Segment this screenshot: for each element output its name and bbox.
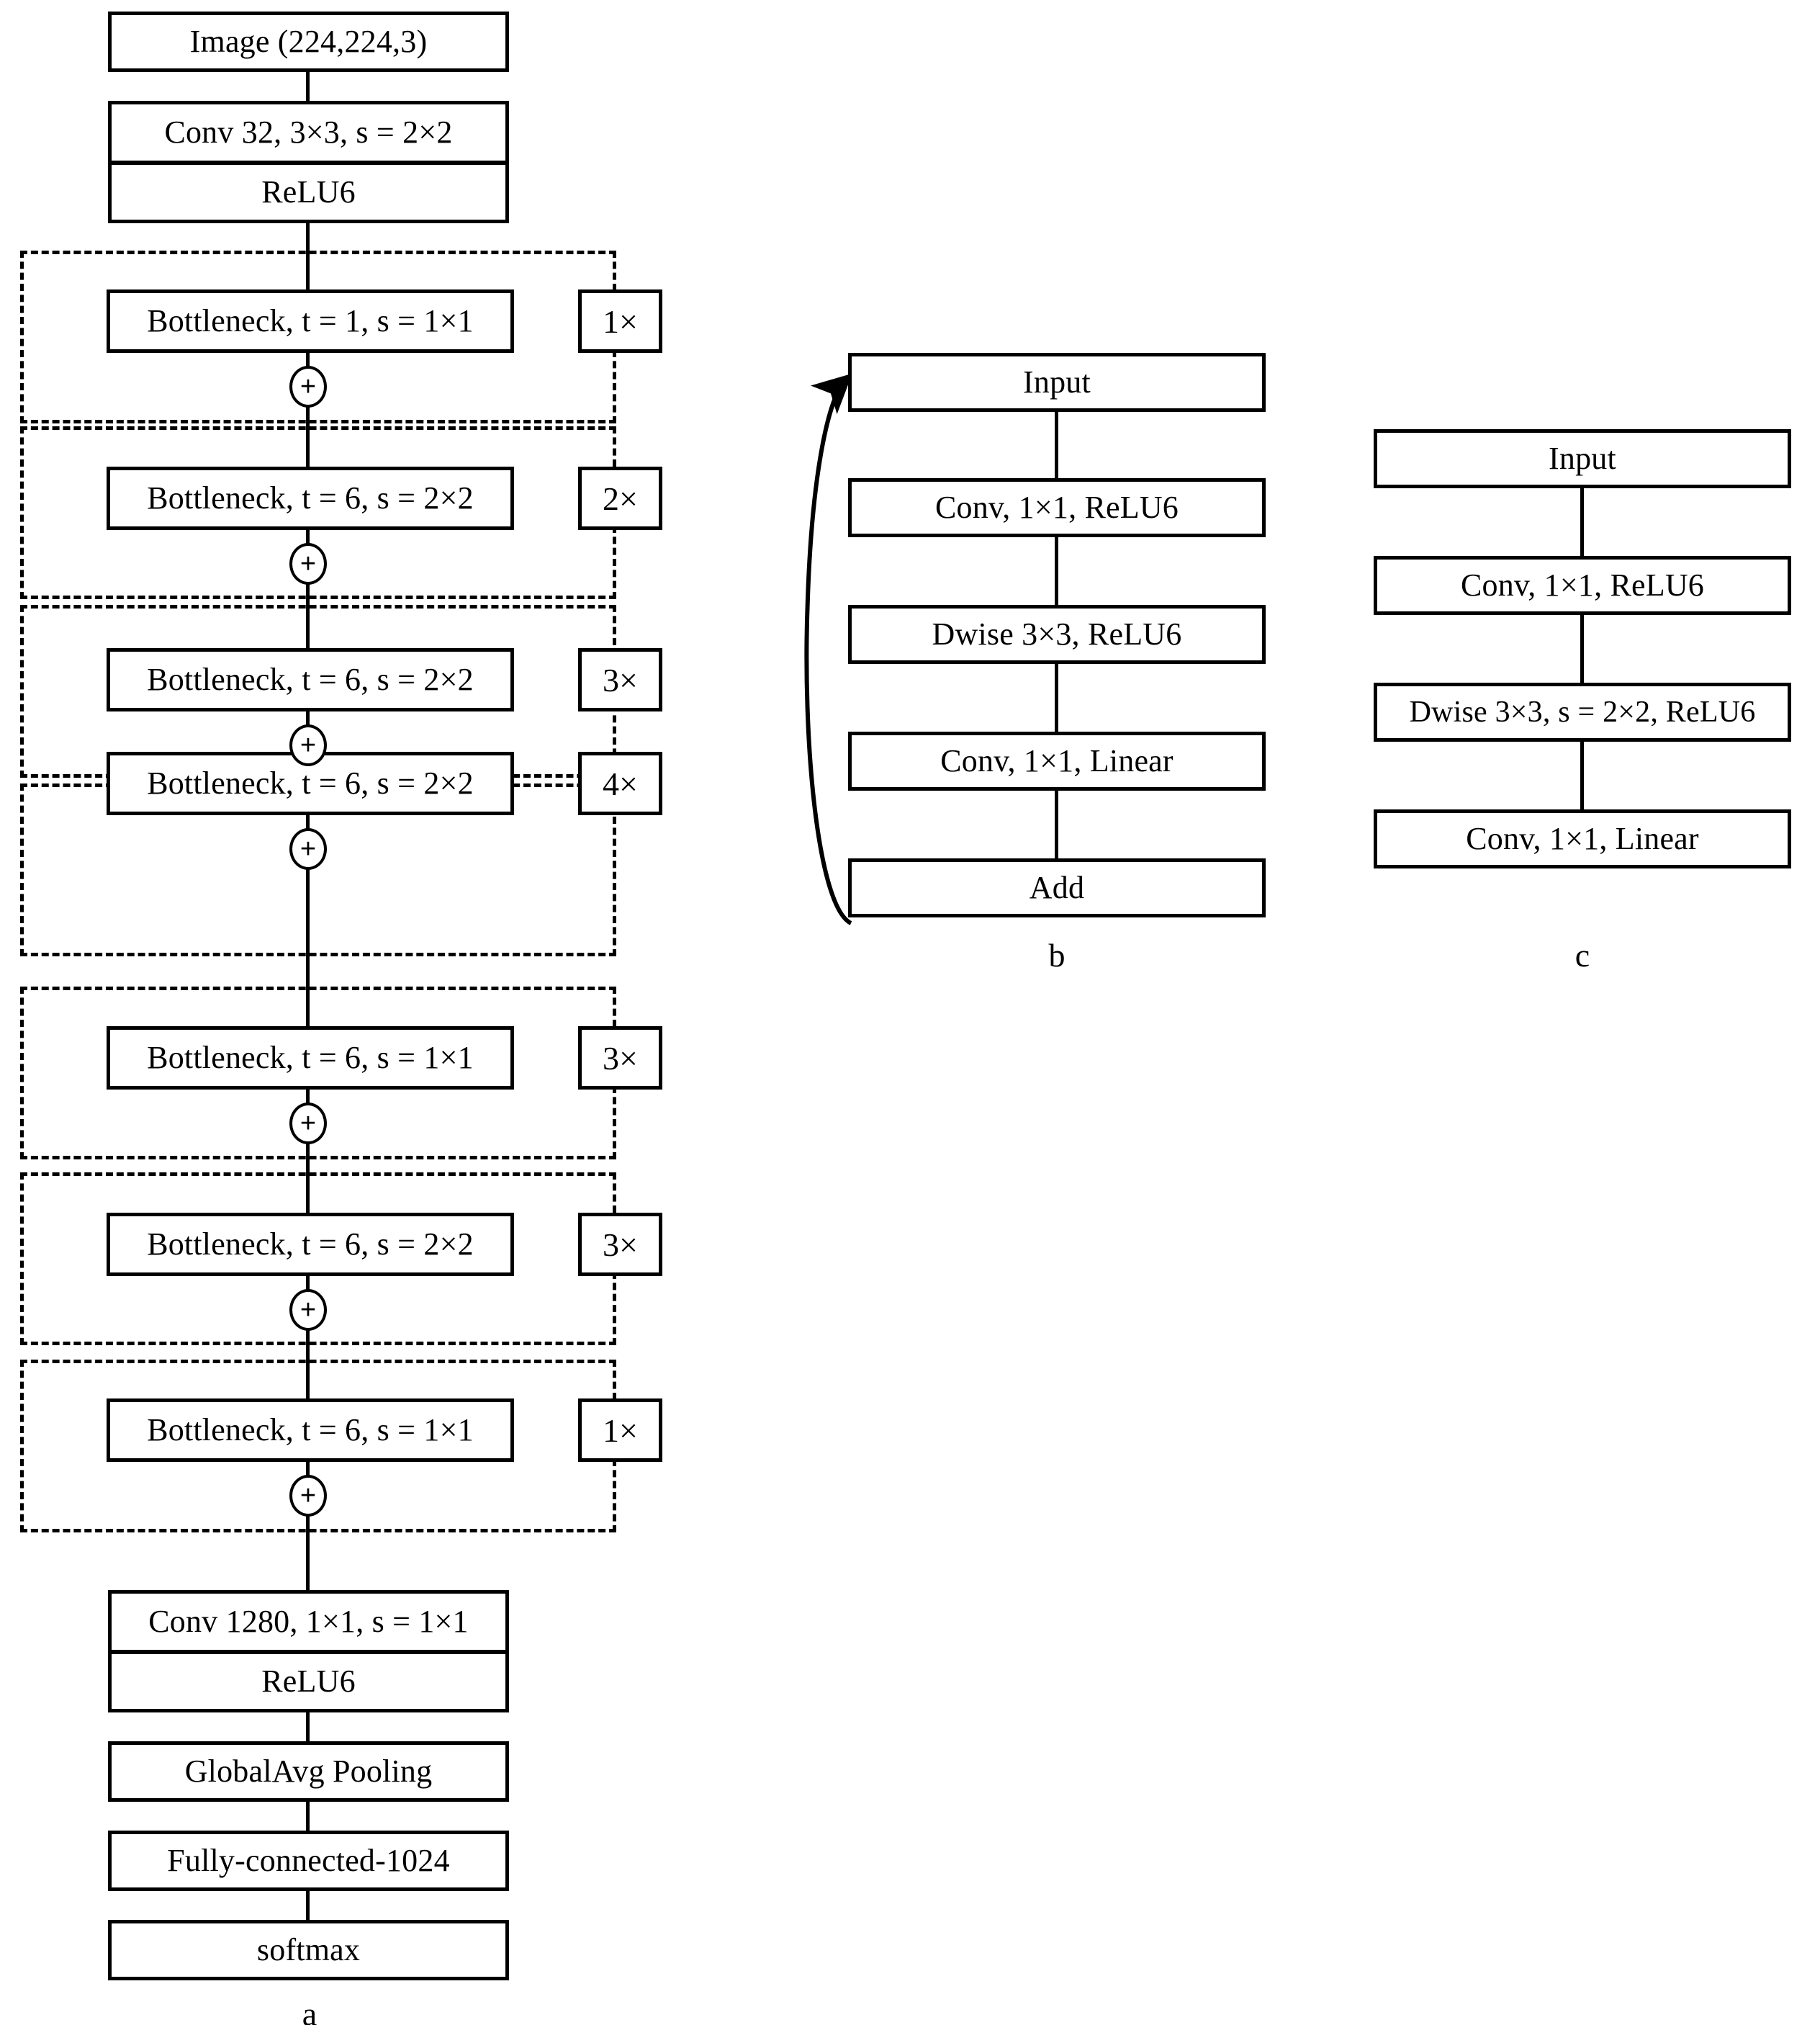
connector-conv32-to-stage1 (306, 222, 310, 308)
panelb-block-conv-linear: Conv, 1×1, Linear (848, 732, 1266, 791)
block-bottleneck-3: Bottleneck, t = 6, s = 2×2 (107, 648, 514, 711)
connector-stage1-plus-top (306, 351, 310, 369)
panelc-connector-conv-to-dwise (1580, 614, 1584, 686)
connector-image-to-conv32 (306, 71, 310, 102)
connector-stage2-to-stage3 (306, 583, 310, 661)
connector-stage7-to-conv1280 (306, 1515, 310, 1594)
panelb-connector-linear-to-add (1055, 789, 1058, 861)
panel-label-a: a (302, 1995, 317, 2025)
block-conv32: Conv 32, 3×3, s = 2×2 (108, 101, 509, 163)
block-softmax: softmax (108, 1920, 509, 1980)
connector-stage3-plus-top (306, 710, 310, 727)
panelc-connector-input-to-conv (1580, 487, 1584, 559)
panelc-block-input: Input (1374, 429, 1791, 488)
add-node-stage-1: + (289, 366, 327, 408)
panel-label-c: c (1575, 937, 1590, 974)
panelc-block-dwise-3x3-s2: Dwise 3×3, s = 2×2, ReLU6 (1374, 683, 1791, 742)
connector-stage6-plus-top (306, 1275, 310, 1292)
panelb-block-conv-1x1: Conv, 1×1, ReLU6 (848, 478, 1266, 537)
add-node-stage-2: + (289, 543, 327, 585)
panelc-block-conv-1x1: Conv, 1×1, ReLU6 (1374, 556, 1791, 615)
block-fully-connected: Fully-connected-1024 (108, 1831, 509, 1891)
panelb-block-input: Input (848, 353, 1266, 412)
connector-stage6-to-stage7 (306, 1329, 310, 1409)
stage-repeat-4: 4× (578, 752, 662, 815)
add-node-stage-6: + (289, 1289, 327, 1331)
stage-repeat-1: 1× (578, 289, 662, 353)
block-bottleneck-2: Bottleneck, t = 6, s = 2×2 (107, 467, 514, 530)
connector-stage4-to-stage5 (306, 868, 310, 1027)
connector-stage4-plus-top (306, 814, 310, 831)
block-conv32-relu6: ReLU6 (108, 163, 509, 223)
connector-fc-to-softmax (306, 1890, 310, 1921)
add-node-stage-5: + (289, 1103, 327, 1144)
add-node-stage-4: + (289, 828, 327, 870)
panelb-connector-input-to-conv (1055, 410, 1058, 482)
panelb-connector-conv-to-dwise (1055, 536, 1058, 608)
block-bottleneck-6: Bottleneck, t = 6, s = 2×2 (107, 1213, 514, 1276)
connector-stage1-to-stage2 (306, 406, 310, 484)
stage-repeat-6: 3× (578, 1213, 662, 1276)
panelc-connector-dwise-to-linear (1580, 740, 1584, 812)
stage-repeat-2: 2× (578, 467, 662, 530)
connector-stage7-plus-top (306, 1460, 310, 1478)
stage-repeat-5: 3× (578, 1026, 662, 1090)
panelc-block-conv-linear: Conv, 1×1, Linear (1374, 809, 1791, 868)
add-node-stage-3: + (289, 724, 327, 766)
block-bottleneck-7: Bottleneck, t = 6, s = 1×1 (107, 1398, 514, 1462)
block-bottleneck-1: Bottleneck, t = 1, s = 1×1 (107, 289, 514, 353)
panelb-connector-dwise-to-linear (1055, 663, 1058, 735)
block-conv1280-relu6: ReLU6 (108, 1652, 509, 1712)
stage-repeat-7: 1× (578, 1398, 662, 1462)
panelb-block-add: Add (848, 858, 1266, 917)
panel-label-b: b (1048, 937, 1066, 974)
block-image-input: Image (224,224,3) (108, 12, 509, 72)
block-bottleneck-5: Bottleneck, t = 6, s = 1×1 (107, 1026, 514, 1090)
panelb-block-dwise-3x3: Dwise 3×3, ReLU6 (848, 605, 1266, 664)
connector-conv1280-to-pooling (306, 1711, 310, 1743)
connector-pooling-to-fc (306, 1800, 310, 1832)
connector-stage5-plus-top (306, 1088, 310, 1105)
stage-repeat-3: 3× (578, 648, 662, 711)
add-node-stage-7: + (289, 1475, 327, 1517)
block-globalavg-pooling: GlobalAvg Pooling (108, 1741, 509, 1802)
block-conv1280: Conv 1280, 1×1, s = 1×1 (108, 1590, 509, 1652)
connector-stage2-plus-top (306, 529, 310, 546)
connector-stage5-to-stage6 (306, 1143, 310, 1222)
